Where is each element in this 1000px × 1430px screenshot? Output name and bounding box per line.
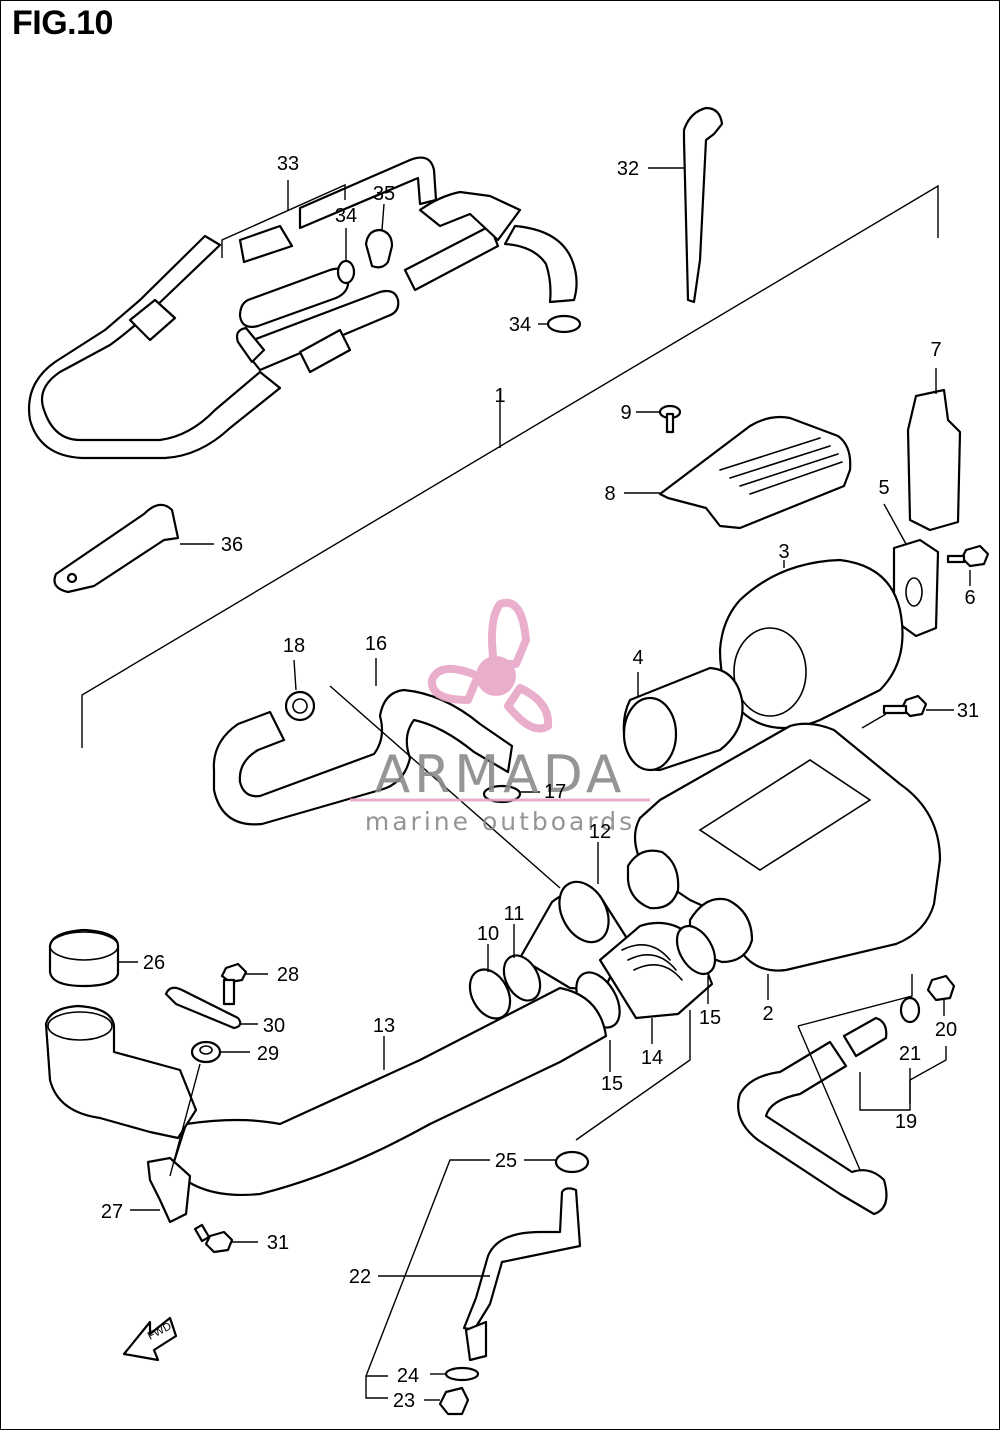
callout-34-right: 34 [509,314,531,336]
clip-34-top [336,228,356,285]
silencer-box-2 [626,722,942,1000]
callout-34-top: 34 [335,205,357,227]
fitting-20 [926,974,956,1016]
callout-12: 12 [589,821,611,843]
callout-9: 9 [620,402,631,424]
clip-24 [430,1366,480,1382]
vent-hose-assembly [28,156,578,460]
callout-29: 29 [257,1043,279,1065]
bracket-lead-19b [909,1046,947,1081]
figure-title: FIG.10 [12,4,113,42]
callout-2: 2 [762,1003,773,1025]
holder-7 [906,368,962,532]
plate-30 [164,986,258,1030]
callout-15-right: 15 [699,1007,721,1029]
watermark-brand: ARMADA [375,745,626,805]
callout-16: 16 [365,633,387,655]
bolt-31-upper [861,694,954,729]
clip-21 [899,996,921,1024]
assembly-boundary [81,184,939,748]
bolt-31-lower [193,1223,258,1254]
callout-8: 8 [604,483,615,505]
callout-24: 24 [397,1365,419,1387]
intake-elbow [44,1004,198,1140]
fwd-direction-marker: FWD [122,1316,178,1362]
grommet-plate-5 [883,503,940,638]
hose-16 [212,658,514,826]
callout-23: 23 [393,1390,415,1412]
bolt-28 [220,962,268,1006]
leader-16-box [329,685,561,889]
drain-hose-19 [737,974,913,1216]
grommet-29 [169,1040,250,1177]
filter-element-4 [622,666,744,772]
callout-18: 18 [283,635,305,657]
callout-19: 19 [895,1111,917,1133]
callout-26: 26 [143,952,165,974]
filter-cover [624,415,852,530]
clamp-25 [524,1150,590,1174]
callout-labels: 1 2 3 4 5 6 7 8 9 10 11 12 13 14 15 15 1… [101,153,979,1412]
callout-11: 11 [504,903,525,925]
callout-33: 33 [277,153,299,175]
propeller-icon [427,598,553,733]
callout-17: 17 [544,781,566,803]
callout-13: 13 [373,1015,395,1037]
clamps-15 [575,925,717,1141]
callout-31-upper: 31 [957,700,979,722]
callout-7: 7 [930,339,941,361]
callout-20: 20 [935,1019,957,1041]
bolt-6 [946,544,990,586]
callout-21: 21 [899,1043,921,1065]
bracket-36 [53,503,214,594]
bracket-lead-22-25 [365,1159,490,1399]
callout-1: 1 [494,385,505,407]
fitting-35 [364,203,394,269]
callout-6: 6 [964,587,975,609]
armada-watermark: ARMADA marine outboards [350,598,650,836]
callout-5: 5 [878,477,889,499]
bracket-27 [130,1156,192,1224]
callout-36: 36 [221,534,243,556]
callout-22: 22 [349,1266,371,1288]
watermark-tagline: marine outboards [365,807,635,836]
callout-27: 27 [101,1201,123,1223]
filter-housing-3 [718,558,904,730]
intake-tube-13 [170,986,608,1196]
callout-32: 32 [617,158,639,180]
clamp-18 [284,659,316,722]
callout-3: 3 [778,541,789,563]
callout-10: 10 [477,923,499,945]
clip-17 [482,784,540,804]
callout-31-lower: 31 [267,1232,289,1254]
hose-22 [378,1187,582,1362]
callout-28: 28 [277,964,299,986]
callout-4: 4 [632,647,643,669]
callout-35: 35 [373,183,395,205]
callout-25: 25 [495,1150,517,1172]
rubber-ring-26 [48,928,138,988]
cable-tie [648,106,724,304]
screw-9 [636,404,682,434]
arrow-left-icon [122,1316,178,1362]
clip-34-right [538,314,582,334]
clamp-10-11 [468,924,542,1020]
callout-15-left: 15 [601,1073,623,1095]
callout-30: 30 [263,1015,285,1037]
fitting-23 [424,1386,470,1416]
bracket-lead-19a [859,1068,911,1111]
callout-14: 14 [641,1047,663,1069]
